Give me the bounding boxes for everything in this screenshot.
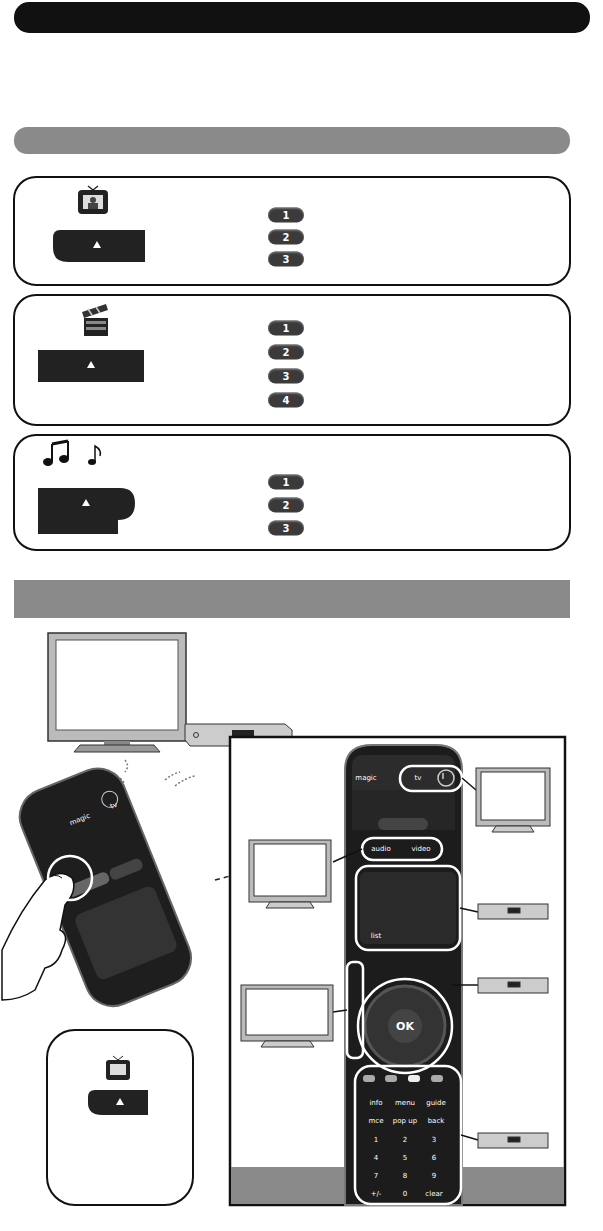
button-label: 8 bbox=[403, 1173, 407, 1180]
button-label: 1 bbox=[374, 1137, 378, 1144]
button-label: 6 bbox=[432, 1155, 436, 1162]
button-label: 5 bbox=[403, 1155, 407, 1162]
box-thumbnail bbox=[478, 904, 548, 1148]
button-label: 2 bbox=[403, 1137, 407, 1144]
activity-button bbox=[38, 488, 135, 534]
remote-control bbox=[345, 745, 462, 1205]
button-label: 0 bbox=[403, 1191, 407, 1198]
clapperboard-icon bbox=[82, 304, 108, 336]
button-label: tv bbox=[415, 775, 422, 782]
activity-panel bbox=[14, 295, 570, 425]
button-label: audio bbox=[371, 846, 390, 853]
button-label: info bbox=[369, 1100, 382, 1107]
callout-number: 1 bbox=[268, 475, 304, 490]
button-label: 4 bbox=[374, 1155, 378, 1162]
activity-box bbox=[47, 1030, 193, 1205]
hand bbox=[2, 873, 74, 1000]
button-label: video bbox=[411, 846, 430, 853]
callout-number: 3 bbox=[268, 252, 304, 267]
callout-number: 3 bbox=[268, 369, 304, 384]
button-label: 9 bbox=[432, 1173, 436, 1180]
section-bar bbox=[14, 127, 570, 154]
tv-icon bbox=[106, 1056, 130, 1080]
button-label: +/- bbox=[371, 1191, 382, 1198]
callout-number: 2 bbox=[268, 498, 304, 513]
button-label: 3 bbox=[432, 1137, 436, 1144]
callout-number: 2 bbox=[268, 230, 304, 245]
music-notes-icon bbox=[43, 441, 100, 466]
television bbox=[48, 633, 186, 752]
zoom-frame bbox=[230, 737, 565, 1205]
callout-number: 2 bbox=[268, 345, 304, 360]
activity-panel bbox=[14, 435, 570, 550]
activity-button bbox=[53, 230, 145, 262]
button-label: mce bbox=[369, 1118, 384, 1125]
tv-thumbnail bbox=[241, 768, 550, 1047]
button-label: pop up bbox=[393, 1118, 417, 1125]
section-bar bbox=[14, 580, 570, 618]
tv-icon bbox=[78, 186, 108, 214]
ir-waves bbox=[120, 760, 195, 790]
callout-number: 1 bbox=[268, 321, 304, 336]
leader-line bbox=[333, 778, 478, 1140]
button-label: list bbox=[371, 933, 381, 940]
header-bar bbox=[14, 2, 590, 33]
activity-panel bbox=[14, 177, 570, 285]
button-label: clear bbox=[425, 1191, 442, 1198]
button-label: guide bbox=[426, 1100, 446, 1107]
callout-number: 3 bbox=[268, 521, 304, 536]
button-label: OK bbox=[396, 1021, 414, 1032]
callout-number: 4 bbox=[268, 393, 304, 408]
callout-number: 1 bbox=[268, 208, 304, 223]
button-label: magic bbox=[355, 775, 376, 782]
button-label: back bbox=[428, 1118, 445, 1125]
button-label: 7 bbox=[374, 1173, 378, 1180]
activity-button bbox=[38, 350, 144, 382]
callout-ring bbox=[347, 766, 462, 1204]
button-label: menu bbox=[395, 1100, 415, 1107]
